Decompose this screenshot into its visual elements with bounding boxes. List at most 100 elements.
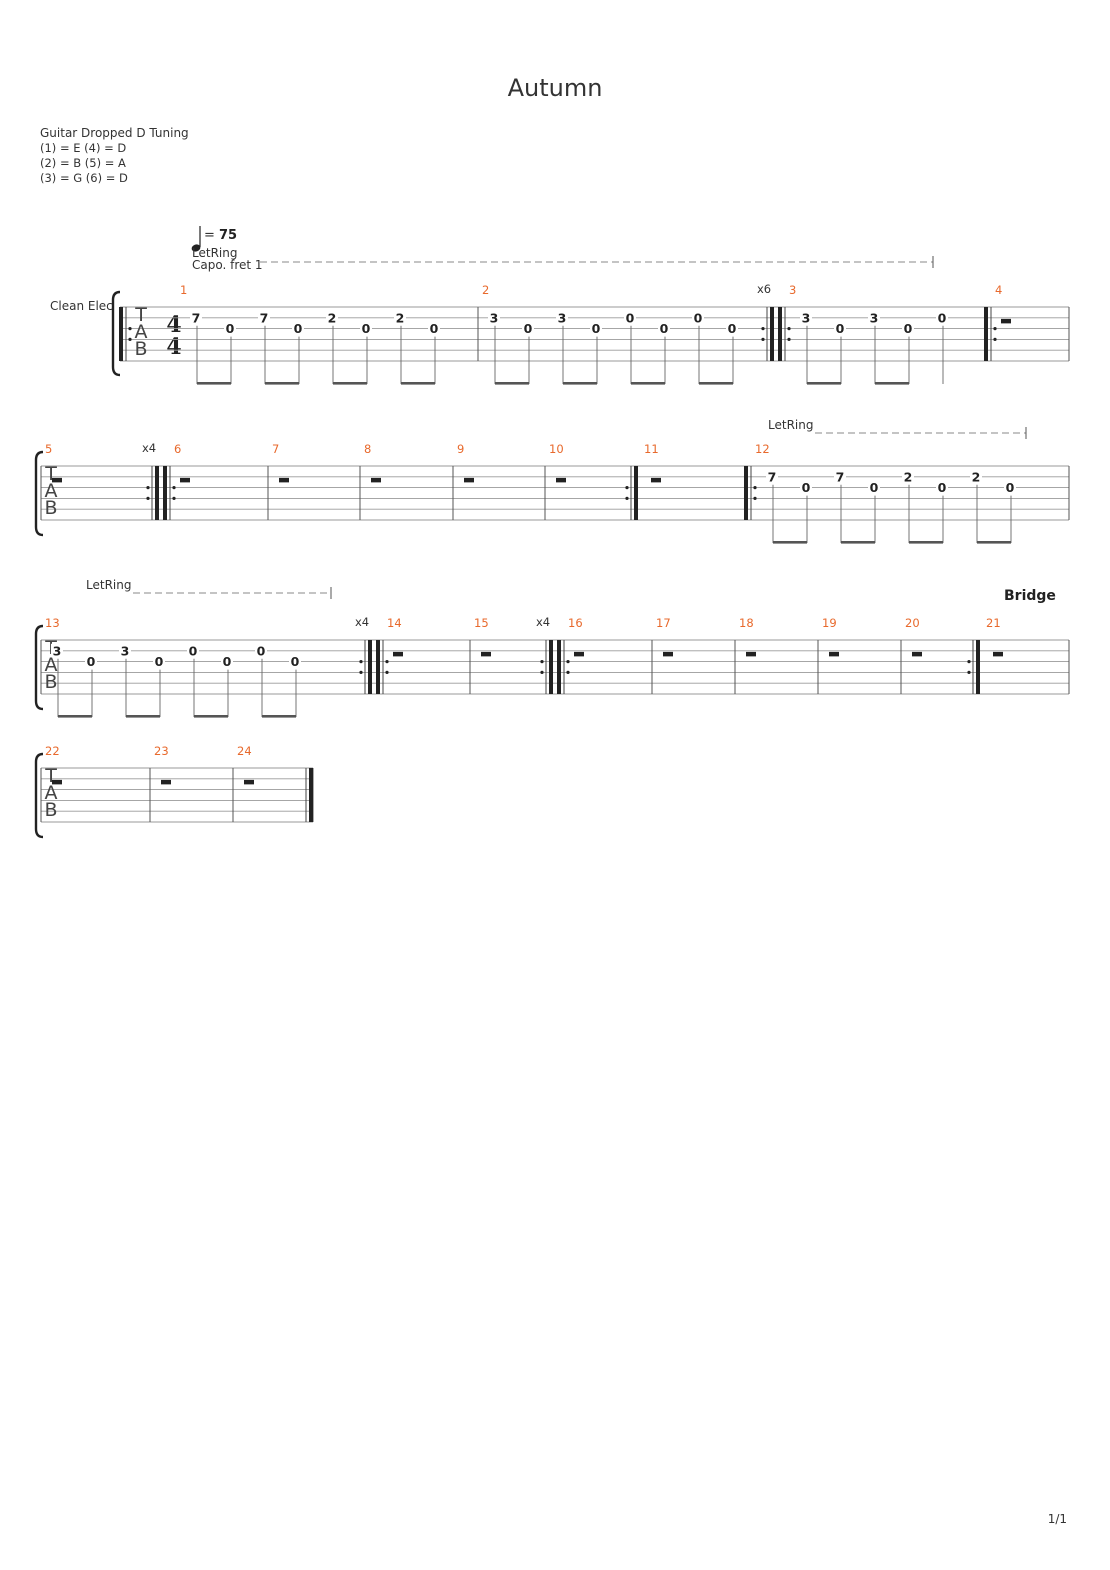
half-rest <box>279 477 289 483</box>
eighth-beam <box>875 382 909 385</box>
section-label: Bridge <box>1004 588 1056 604</box>
tab-clef-letter: A <box>135 321 148 343</box>
half-rest <box>180 477 190 483</box>
final-bar <box>309 768 313 822</box>
eighth-beam <box>563 382 597 385</box>
fret-number: 0 <box>660 321 669 336</box>
repeat-start-bar <box>376 640 380 694</box>
fret-number: 0 <box>938 310 947 325</box>
repeat-dot <box>753 496 757 500</box>
repeat-dot <box>146 486 150 490</box>
fret-number: 0 <box>626 310 635 325</box>
measure-number: 21 <box>986 616 1001 630</box>
let-ring-label: LetRing <box>86 578 131 592</box>
fret-number: 0 <box>592 321 601 336</box>
eighth-beam <box>333 382 367 385</box>
repeat-dot <box>625 496 629 500</box>
repeat-dot <box>993 327 997 331</box>
repeat-dot <box>993 337 997 341</box>
time-signature-top: 4 <box>166 312 181 338</box>
fret-number: 0 <box>87 654 96 669</box>
fret-number: 3 <box>53 643 62 658</box>
repeat-dot <box>761 327 765 331</box>
half-rest <box>746 651 756 657</box>
measure-number: 16 <box>568 616 583 630</box>
let-ring-label: LetRing <box>768 418 813 432</box>
tab-clef-letter: B <box>44 799 57 821</box>
measure-number: 14 <box>387 616 402 630</box>
half-rest <box>574 651 584 657</box>
measure-number: 18 <box>739 616 754 630</box>
tuning-line: (2) = B (5) = A <box>40 156 126 170</box>
repeat-dot <box>787 337 791 341</box>
fret-number: 0 <box>938 480 947 495</box>
tab-clef-letter: B <box>44 671 57 693</box>
half-rest <box>663 651 673 657</box>
fret-number: 0 <box>257 643 266 658</box>
tuning-line: (3) = G (6) = D <box>40 171 128 185</box>
repeat-end-bar <box>368 640 372 694</box>
tab-clef-letter: T <box>134 304 147 326</box>
fret-number: 2 <box>328 310 337 325</box>
eighth-beam <box>699 382 733 385</box>
fret-number: 0 <box>294 321 303 336</box>
repeat-dot <box>172 496 176 500</box>
quarter-note-icon <box>191 244 201 252</box>
tuning-name: Guitar Dropped D Tuning <box>40 126 189 140</box>
measure-number: 15 <box>474 616 489 630</box>
fret-number: 0 <box>430 321 439 336</box>
eighth-beam <box>977 541 1011 544</box>
tempo-prefix: = <box>204 228 215 243</box>
measure-number: 19 <box>822 616 837 630</box>
repeat-dot <box>566 670 570 675</box>
measure-number: 11 <box>644 442 659 456</box>
half-rest <box>1001 318 1011 324</box>
measure-number: 20 <box>905 616 920 630</box>
repeat-dot <box>967 660 971 664</box>
fret-number: 0 <box>189 643 198 658</box>
repeat-dot <box>172 486 176 490</box>
eighth-beam <box>773 541 807 544</box>
repeat-start-bar <box>163 466 167 520</box>
fret-number: 0 <box>155 654 164 669</box>
repeat-start-bar <box>557 640 561 694</box>
page-number: 1/1 <box>1048 1512 1067 1526</box>
tempo-marking: = 75 <box>191 226 237 252</box>
time-signature-bottom: 4 <box>166 334 181 360</box>
repeat-dot <box>625 486 629 490</box>
repeat-dot <box>540 660 544 664</box>
measure-number: 12 <box>755 442 770 456</box>
repeat-dot <box>566 660 570 664</box>
measure-number: 1 <box>180 283 187 297</box>
repeat-dot <box>128 337 132 341</box>
measure-number: 4 <box>995 283 1002 297</box>
half-rest <box>481 651 491 657</box>
half-rest <box>393 651 403 657</box>
half-rest <box>52 779 62 785</box>
eighth-beam <box>495 382 529 385</box>
repeat-dot <box>359 660 363 664</box>
track-name: Clean Elec <box>50 299 113 313</box>
measure-number: 2 <box>482 283 489 297</box>
measure-number: 8 <box>364 442 371 456</box>
measure-number: 10 <box>549 442 564 456</box>
repeat-dot <box>753 486 757 490</box>
fret-number: 3 <box>490 310 499 325</box>
repeat-start-bar <box>984 307 988 361</box>
repeat-end-bar <box>976 640 980 694</box>
system-bracket <box>34 450 44 537</box>
repeat-dot <box>967 670 971 675</box>
eighth-beam <box>194 715 228 718</box>
tempo-bpm: 75 <box>219 228 237 243</box>
eighth-beam <box>197 382 231 385</box>
half-rest <box>464 477 474 483</box>
measure-number: 22 <box>45 744 60 758</box>
repeat-dot <box>385 670 389 675</box>
measure-number: 23 <box>154 744 169 758</box>
repeat-start-bar <box>778 307 782 361</box>
fret-number: 2 <box>904 469 913 484</box>
tab-clef-letter: A <box>45 480 58 502</box>
fret-number: 3 <box>870 310 879 325</box>
repeat-dot <box>385 660 389 664</box>
repeat-end-bar <box>634 466 638 520</box>
